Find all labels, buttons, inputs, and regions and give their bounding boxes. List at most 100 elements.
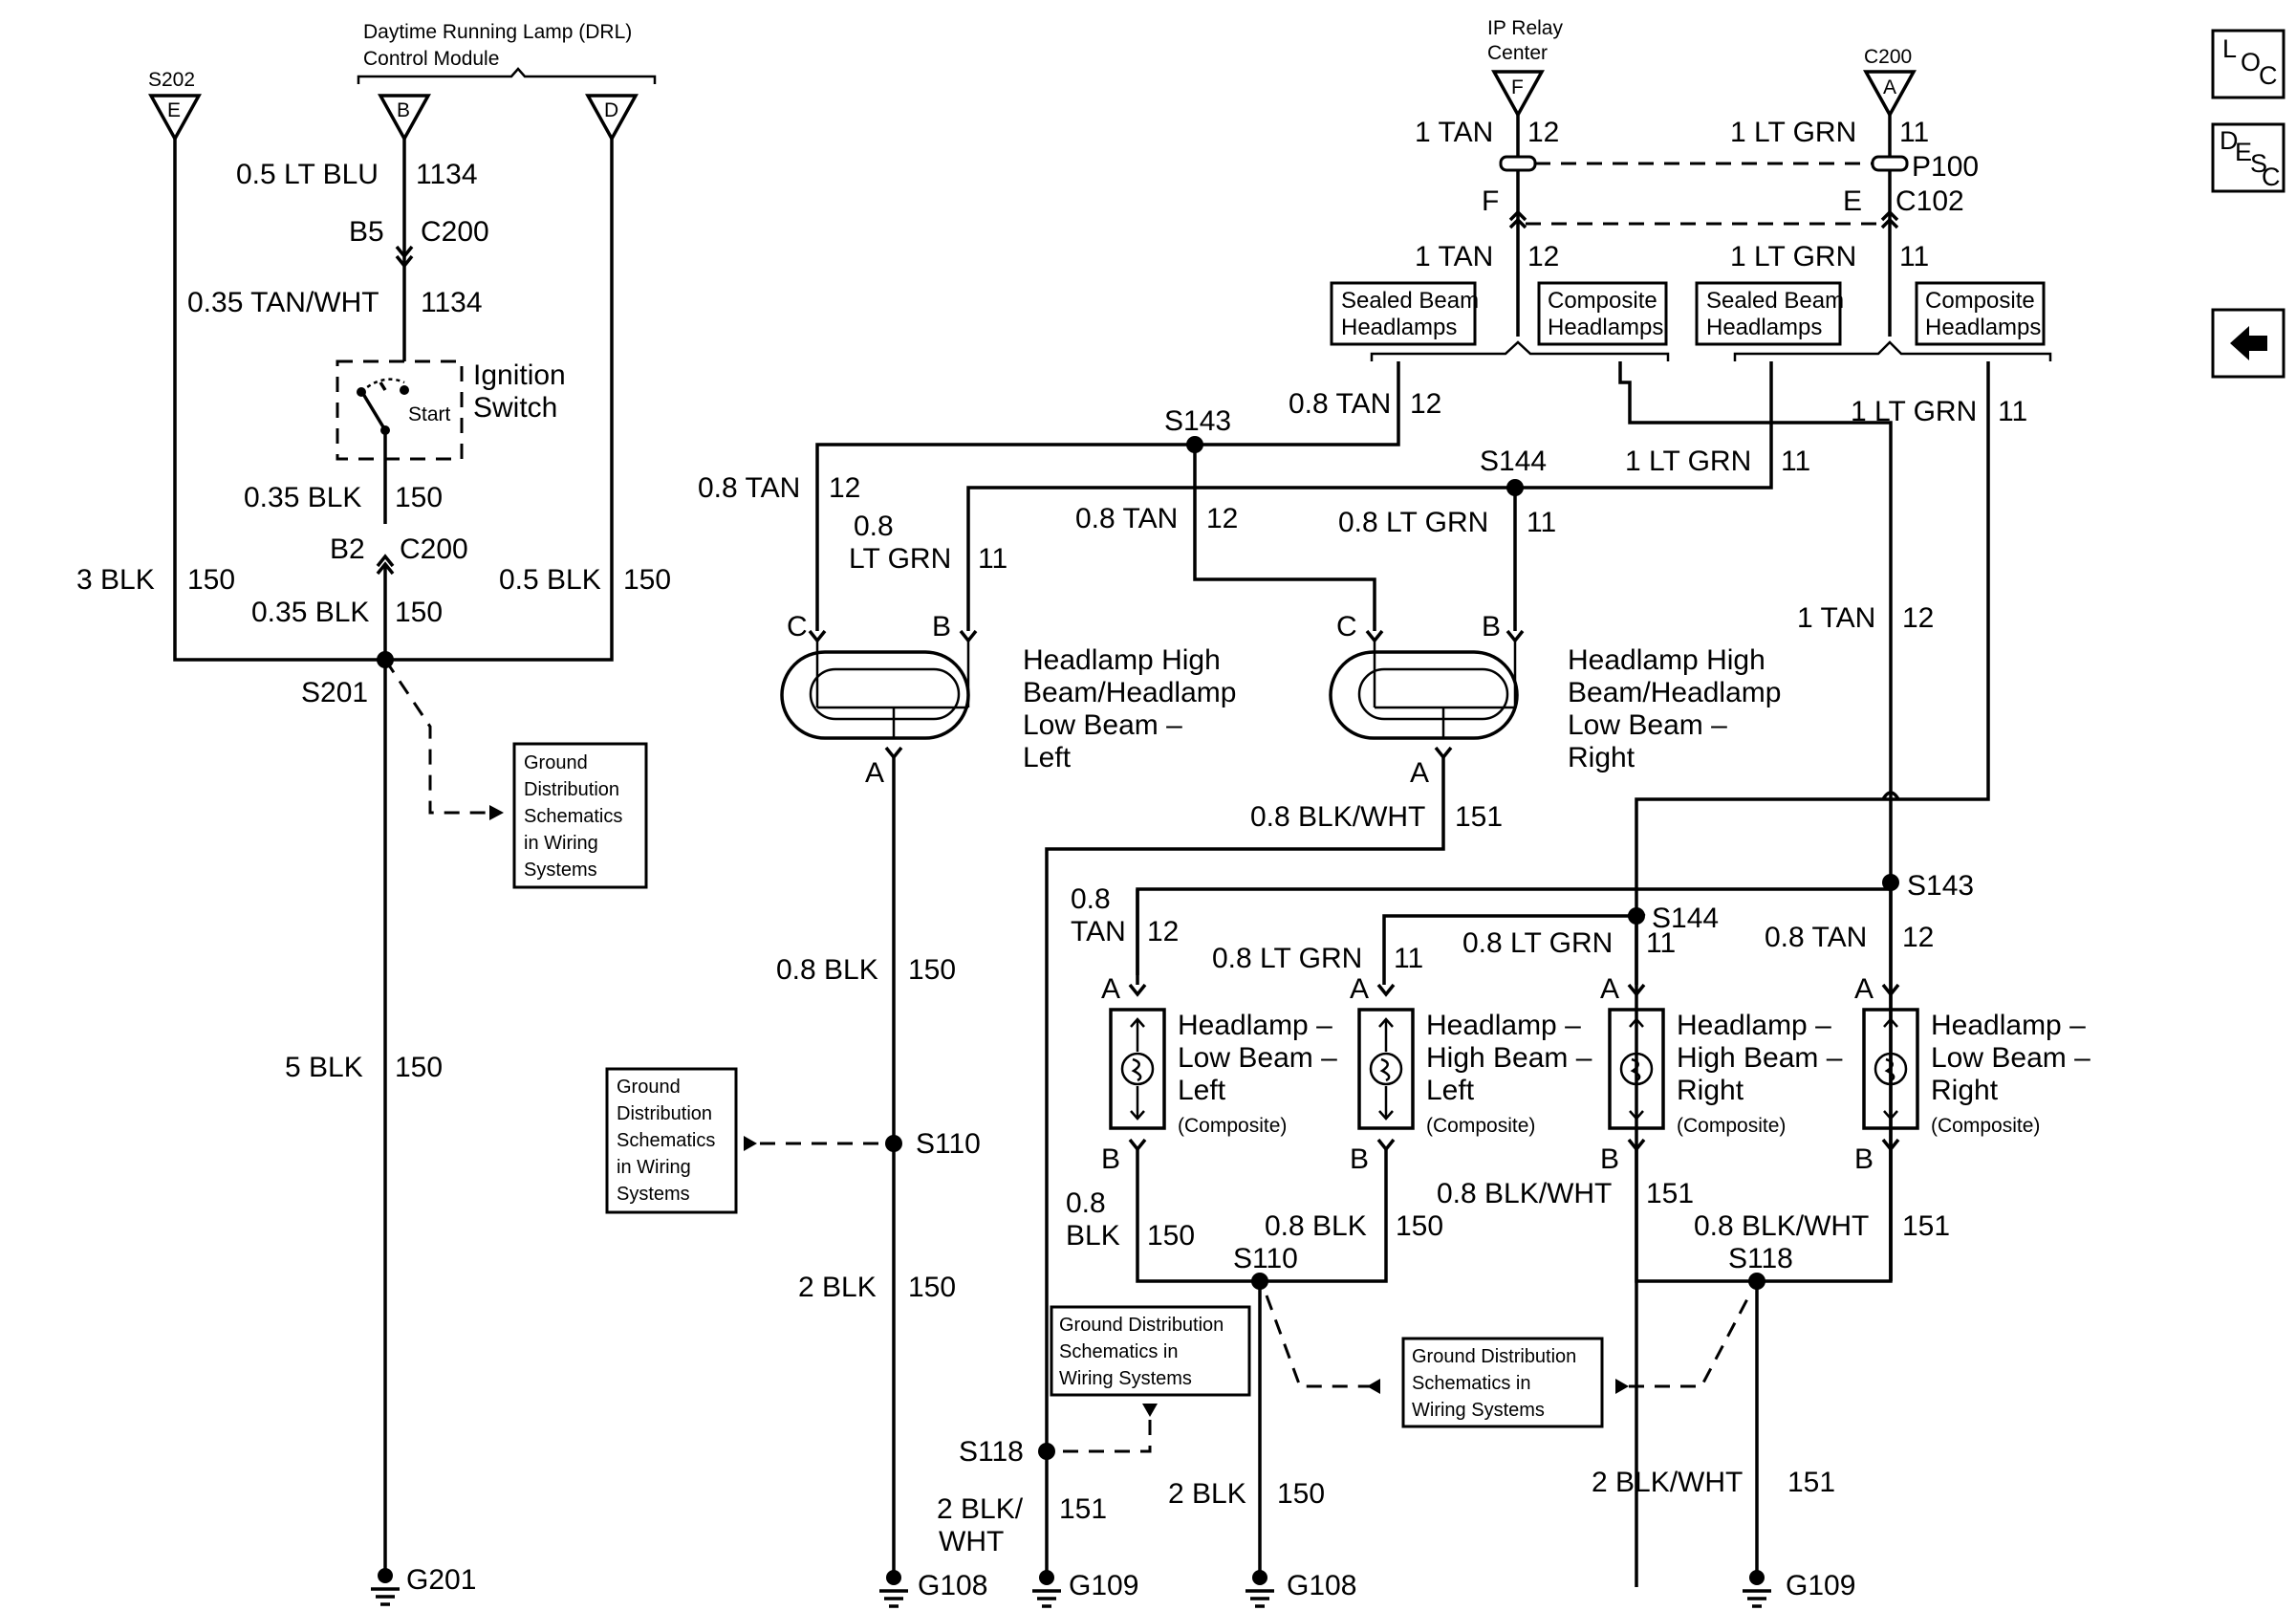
left-labels: 0.5 LT BLU 1134 B5 C200 0.35 TAN/WHT 113… bbox=[76, 159, 671, 1596]
svg-text:150: 150 bbox=[1396, 1210, 1443, 1242]
lamp-name-line: Left bbox=[1178, 1075, 1226, 1106]
svg-text:E: E bbox=[1843, 185, 1862, 217]
svg-text:S118: S118 bbox=[1728, 1243, 1793, 1274]
svg-text:1 LT GRN: 1 LT GRN bbox=[1730, 241, 1856, 272]
svg-text:150: 150 bbox=[1147, 1220, 1195, 1252]
svg-text:12: 12 bbox=[1147, 916, 1179, 947]
svg-text:G201: G201 bbox=[406, 1564, 476, 1596]
ground-note-4: Ground Distribution Schematics in Wiring… bbox=[1265, 1295, 1751, 1428]
lamp-sub-label: (Composite) bbox=[1931, 1115, 2040, 1137]
svg-text:11: 11 bbox=[1646, 927, 1676, 959]
svg-text:C102: C102 bbox=[1895, 185, 1964, 217]
svg-text:Systems: Systems bbox=[524, 860, 597, 881]
svg-text:Composite: Composite bbox=[1548, 288, 1657, 314]
drl-title-1: Daytime Running Lamp (DRL) bbox=[363, 21, 632, 43]
svg-text:S143: S143 bbox=[1907, 870, 1974, 902]
back-arrow-icon bbox=[2230, 326, 2267, 360]
lamp-labels-middle: Headlamp High Beam/Headlamp Low Beam – L… bbox=[1023, 644, 1781, 773]
lamp-name-line: Right bbox=[1931, 1075, 1999, 1106]
pin-a-label: A bbox=[1350, 973, 1369, 1005]
svg-text:0.8 BLK: 0.8 BLK bbox=[1265, 1210, 1367, 1242]
lamp-name-line: Low Beam – bbox=[1178, 1042, 1337, 1074]
headlamp-type-boxes: Sealed Beam Headlamps Composite Headlamp… bbox=[1330, 281, 2046, 346]
svg-text:12: 12 bbox=[1527, 117, 1559, 148]
svg-text:in Wiring: in Wiring bbox=[524, 833, 598, 854]
svg-text:2 BLK: 2 BLK bbox=[798, 1272, 877, 1303]
svg-text:Right: Right bbox=[1568, 742, 1635, 773]
svg-text:1134: 1134 bbox=[421, 287, 483, 318]
svg-text:Headlamps: Headlamps bbox=[1925, 315, 2041, 340]
svg-text:12: 12 bbox=[829, 472, 860, 504]
svg-text:Headlamps: Headlamps bbox=[1548, 315, 1663, 340]
svg-text:2 BLK: 2 BLK bbox=[1168, 1478, 1246, 1510]
connector-d: D bbox=[604, 99, 618, 121]
middle-splices: S143 S144 bbox=[1164, 405, 1547, 496]
svg-text:Systems: Systems bbox=[617, 1184, 690, 1205]
svg-text:150: 150 bbox=[395, 482, 443, 513]
back-button[interactable] bbox=[2211, 308, 2285, 379]
svg-text:12: 12 bbox=[1410, 388, 1441, 420]
svg-text:Sealed Beam: Sealed Beam bbox=[1341, 288, 1479, 314]
svg-text:Schematics: Schematics bbox=[524, 806, 622, 827]
svg-text:O: O bbox=[2241, 48, 2261, 76]
lamp-name-line: Headlamp – bbox=[1931, 1010, 2086, 1041]
svg-text:2 BLK/: 2 BLK/ bbox=[937, 1493, 1024, 1525]
svg-text:12: 12 bbox=[1902, 922, 1934, 953]
svg-text:0.8: 0.8 bbox=[1071, 883, 1111, 915]
svg-text:S: S bbox=[2250, 149, 2267, 178]
drl-module: Daytime Running Lamp (DRL) Control Modul… bbox=[148, 21, 657, 142]
svg-text:12: 12 bbox=[1206, 503, 1238, 534]
lamp-name-line: Headlamp – bbox=[1178, 1010, 1332, 1041]
bulb-icon bbox=[1369, 1052, 1403, 1086]
svg-text:S144: S144 bbox=[1652, 903, 1719, 934]
svg-text:S144: S144 bbox=[1480, 446, 1547, 477]
wire-tanwht: 0.35 TAN/WHT bbox=[187, 287, 379, 318]
svg-text:151: 151 bbox=[1059, 1493, 1107, 1525]
connector-e: E bbox=[167, 99, 181, 121]
svg-text:150: 150 bbox=[395, 1052, 443, 1083]
svg-text:1 LT GRN: 1 LT GRN bbox=[1730, 117, 1856, 148]
desc-button[interactable]: D E S C bbox=[2211, 122, 2285, 193]
svg-text:11: 11 bbox=[1781, 446, 1810, 477]
lamp-sub-label: (Composite) bbox=[1677, 1115, 1786, 1137]
lamp-name-line: Right bbox=[1677, 1075, 1744, 1106]
ground-g109-left-icon bbox=[1032, 1570, 1061, 1608]
svg-text:G109: G109 bbox=[1786, 1570, 1855, 1601]
top-right-wires bbox=[1370, 115, 2052, 361]
svg-text:LT GRN: LT GRN bbox=[849, 543, 951, 575]
svg-text:11: 11 bbox=[978, 543, 1007, 575]
svg-text:11: 11 bbox=[1899, 117, 1929, 148]
svg-text:P100: P100 bbox=[1912, 151, 1979, 183]
svg-text:0.35 BLK: 0.35 BLK bbox=[251, 597, 369, 628]
svg-text:Sealed Beam: Sealed Beam bbox=[1706, 288, 1844, 314]
pin-b-label: B bbox=[1600, 1143, 1619, 1175]
svg-text:0.8 LT GRN: 0.8 LT GRN bbox=[1212, 943, 1362, 974]
svg-text:Ground: Ground bbox=[524, 752, 588, 773]
svg-text:D: D bbox=[2220, 126, 2239, 155]
svg-text:0.8: 0.8 bbox=[854, 511, 894, 542]
svg-text:S118: S118 bbox=[959, 1436, 1024, 1468]
svg-text:B: B bbox=[1482, 611, 1501, 642]
svg-text:0.8 BLK/WHT: 0.8 BLK/WHT bbox=[1437, 1178, 1612, 1209]
svg-text:1 TAN: 1 TAN bbox=[1415, 117, 1493, 148]
lamp-name-line: High Beam – bbox=[1426, 1042, 1592, 1074]
composite-bottom-wires bbox=[1136, 1147, 1893, 1578]
svg-text:B2: B2 bbox=[330, 533, 365, 565]
pin-a-label: A bbox=[1600, 973, 1619, 1005]
svg-text:150: 150 bbox=[187, 564, 235, 596]
svg-text:G108: G108 bbox=[1287, 1570, 1356, 1601]
ground-g109-right-icon bbox=[1743, 1570, 1771, 1608]
loc-button[interactable]: L O C bbox=[2211, 29, 2285, 99]
svg-text:A: A bbox=[865, 757, 884, 789]
svg-text:0.35 BLK: 0.35 BLK bbox=[244, 482, 361, 513]
svg-text:A: A bbox=[1410, 757, 1429, 789]
svg-text:TAN: TAN bbox=[1071, 916, 1126, 947]
svg-text:Beam/Headlamp: Beam/Headlamp bbox=[1023, 677, 1236, 708]
svg-text:C200: C200 bbox=[400, 533, 468, 565]
svg-text:C: C bbox=[2259, 61, 2278, 90]
middle-wire-labels: 0.8 TAN 12 1 LT GRN 11 1 LT GRN 11 0.8 T… bbox=[698, 388, 2027, 1601]
svg-text:IP Relay: IP Relay bbox=[1487, 17, 1563, 39]
